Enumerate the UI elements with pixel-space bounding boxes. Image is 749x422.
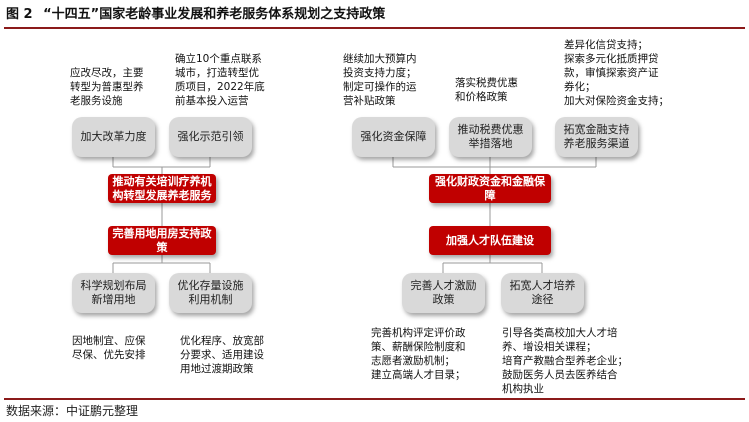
right-top-note-3: 差异化信贷支持； 探索多元化抵质押贷 款，审慎探索资产证 券化； 加大对保险资金…	[564, 39, 669, 107]
left-hub-1: 推动有关培训疗养机构转型发展养老服务	[108, 174, 216, 203]
left-hub-2: 完善用地用房支持政策	[108, 226, 216, 255]
left-top-box-1: 加大改革力度	[72, 117, 155, 157]
figure-label: 图 2	[6, 7, 33, 22]
right-top-note-2: 落实税费优惠 和价格政策	[455, 77, 518, 103]
right-top-box-3: 拓宽金融支持 养老服务渠道	[555, 117, 638, 157]
top-rule	[4, 27, 745, 29]
right-bottom-note-2: 引导各类高校加大人才培 养、增设相关课程； 培育产教融合型养老企业； 鼓励医务人…	[502, 327, 628, 395]
left-top-note-1: 应改尽改，主要 转型为普惠型养 老服务设施	[70, 67, 144, 107]
left-bottom-note-2: 优化程序、放宽部 分要求、适用建设 用地过渡期政策	[180, 335, 264, 375]
right-top-note-1: 继续加大预算内 投资支持力度； 制定可操作的运 营补贴政策	[343, 53, 417, 107]
figure-title: “十四五”国家老龄事业发展和养老服务体系规划之支持政策	[43, 7, 386, 22]
right-hub-2: 加强人才队伍建设	[429, 226, 551, 255]
left-top-note-2: 确立10个重点联系 城市，打造转型优 质项目，2022年底 前基本投入运营	[175, 53, 265, 107]
right-top-box-2: 推动税费优惠 举措落地	[449, 117, 532, 157]
right-bottom-box-2: 拓宽人才培养 途径	[501, 273, 584, 313]
right-bottom-note-1: 完善机构评定评价政 策、薪酬保险制度和 志愿者激励机制； 建立高端人才目录；	[371, 327, 466, 381]
left-bottom-box-2: 优化存量设施 利用机制	[169, 273, 252, 313]
bottom-rule	[4, 398, 745, 400]
figure-title-bar: 图 2 “十四五”国家老龄事业发展和养老服务体系规划之支持政策	[6, 4, 743, 26]
data-source: 数据来源：中证鹏元整理	[6, 404, 139, 418]
right-top-box-1: 强化资金保障	[352, 117, 435, 157]
left-bottom-box-1: 科学规划布局 新增用地	[72, 273, 155, 313]
left-top-box-2: 强化示范引领	[169, 117, 252, 157]
right-hub-1: 强化财政资金和金融保障	[429, 174, 551, 203]
left-bottom-note-1: 因地制宜、应保 尽保、优先安排	[72, 335, 146, 361]
right-bottom-box-1: 完善人才激励 政策	[402, 273, 485, 313]
